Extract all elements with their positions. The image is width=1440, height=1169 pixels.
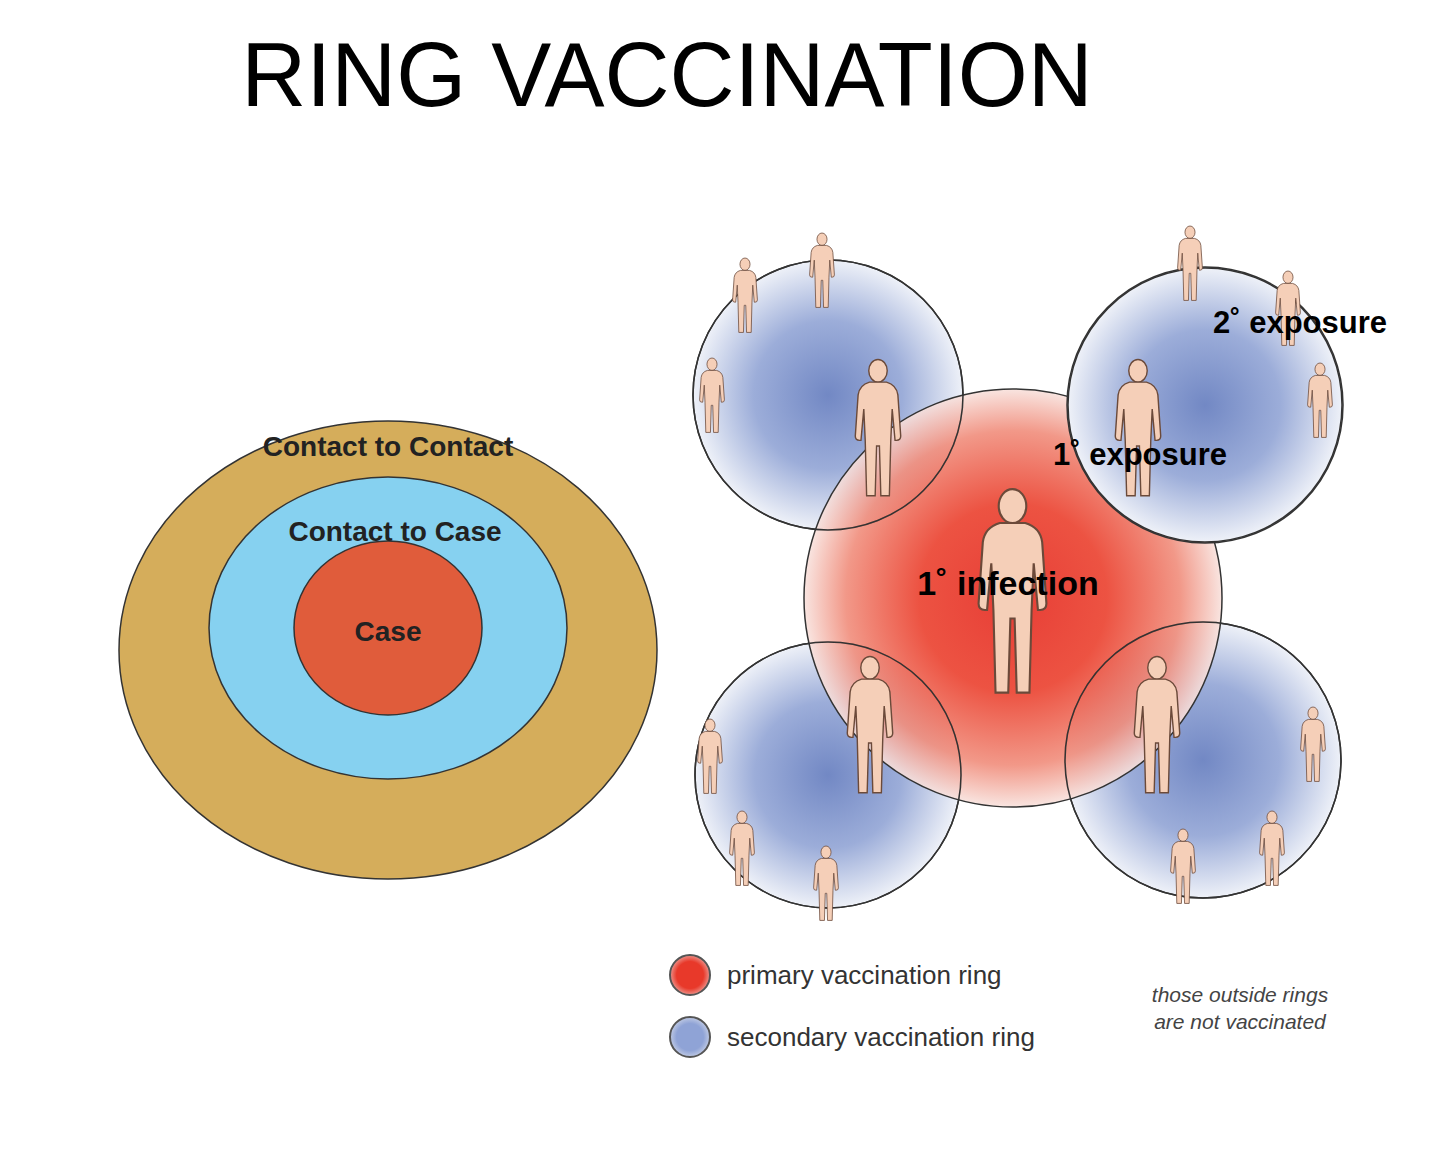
secondary-person <box>1276 271 1301 345</box>
secondary-person <box>730 811 755 885</box>
legend-text: primary vaccination ring <box>727 960 1002 991</box>
middle-ring: Contact to CaseCase <box>208 476 568 780</box>
node-label: 2˚ exposure <box>1213 305 1387 341</box>
secondary-person <box>810 233 835 307</box>
secondary-person <box>814 846 839 920</box>
node-label: Contact to Contact <box>263 431 513 463</box>
ring-outline <box>695 642 961 908</box>
ring-outline <box>693 260 963 530</box>
legend-text: secondary vaccination ring <box>727 1022 1035 1053</box>
secondary-person <box>1171 829 1196 903</box>
outer-ring-outline <box>119 421 657 879</box>
node-label: 1˚ exposure <box>1053 437 1227 473</box>
secondary-person <box>700 358 725 432</box>
secondary-ring: 2˚ exposure <box>1067 267 1343 543</box>
secondary-person <box>698 719 723 793</box>
secondary-person <box>1308 363 1333 437</box>
case-core: Case <box>293 540 483 716</box>
legend-swatch <box>669 954 711 996</box>
contact-person <box>855 359 900 495</box>
ring-outline <box>1065 622 1341 898</box>
secondary-person <box>1260 811 1285 885</box>
secondary-person <box>1178 226 1203 300</box>
node-label: Case <box>355 616 422 648</box>
note-text: those outside rings are not vaccinated <box>1135 981 1345 1035</box>
node-label: Contact to Case <box>288 516 501 548</box>
legend-swatch <box>669 1016 711 1058</box>
ring-outline <box>1067 267 1343 543</box>
title: RING VACCINATION <box>241 24 1093 127</box>
secondary-person <box>1301 707 1326 781</box>
contact-person <box>1134 656 1179 792</box>
contact-person <box>1115 359 1160 495</box>
infected-person <box>979 489 1047 693</box>
secondary-person <box>733 258 758 332</box>
node-label: 1˚ infection <box>917 564 1098 603</box>
case-core-outline <box>294 541 482 715</box>
primary-ring: 1˚ infection1˚ exposure <box>803 388 1223 808</box>
middle-ring-outline <box>209 477 567 779</box>
outer-ring: Contact to ContactContact to CaseCase <box>118 420 658 880</box>
contact-person <box>847 656 892 792</box>
